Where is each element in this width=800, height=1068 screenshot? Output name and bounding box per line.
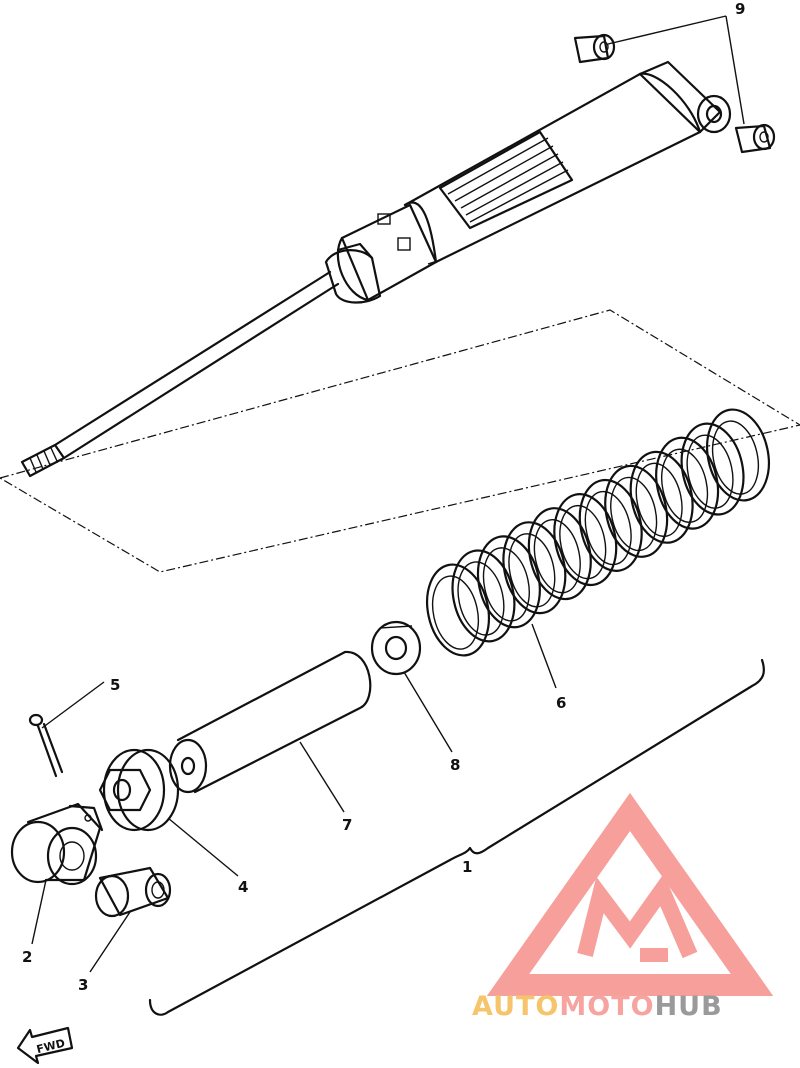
shock-absorber [20,60,732,478]
spring-coil [629,450,694,544]
spring-coil [527,507,592,601]
leader-lines [31,15,745,973]
spring-coil-inner [584,490,632,566]
upper-bushing-left [573,33,616,64]
watermark-hub: HUB [655,991,723,1022]
spring-coil-inner [431,575,480,650]
bump-rubber [168,650,372,794]
fwd-arrow-icon: FWD [16,1026,74,1065]
lower-spring-seat [98,748,180,832]
spring-coil [680,422,745,516]
spring-coil-inner [457,561,505,636]
assembly-boundary [0,309,800,573]
spring-coil-inner [610,476,658,552]
spring-coil [502,521,567,615]
callout-2: 2 [22,948,32,966]
callout-5: 5 [110,676,120,694]
collar [94,866,172,918]
automotohub-wordmark: AUTOMOTOHUB [472,991,723,1022]
spring-coil [476,535,541,629]
automotohub-logo-icon [486,792,774,996]
callout-4: 4 [238,878,248,896]
spring-coil-inner [559,504,607,580]
spring-coil-inner [482,547,530,622]
callout-6: 6 [556,694,566,712]
spring-coil-inner [686,434,734,509]
spring-coil [451,549,516,643]
spring-coil [578,478,643,572]
spring-seat-washer [370,620,422,676]
spring-coil [553,493,618,587]
watermark-auto: AUTO [472,991,559,1022]
spring-coil-inner [635,462,683,538]
spring-coil [655,436,720,530]
upper-bushing-right [734,123,776,154]
callout-3: 3 [78,976,88,994]
coil-spring [426,408,770,657]
spring-coil-inner [533,519,581,594]
watermark-moto: MOTO [559,991,654,1022]
assembly-bracket [148,658,765,1016]
spring-coil-inner [508,533,556,608]
svg-text:AUTOMOTOHUB: AUTOMOTOHUB [472,991,723,1022]
callout-1: 1 [462,858,472,876]
callout-9: 9 [735,0,745,18]
spring-coil-inner [661,448,709,523]
spring-coil [706,408,770,502]
spring-coil [426,563,490,657]
callout-8: 8 [450,756,460,774]
spring-coil-inner [711,420,760,495]
lower-eye [10,802,104,886]
cotter-pin [28,713,64,778]
spring-coil [604,464,669,558]
callout-7: 7 [342,816,352,834]
